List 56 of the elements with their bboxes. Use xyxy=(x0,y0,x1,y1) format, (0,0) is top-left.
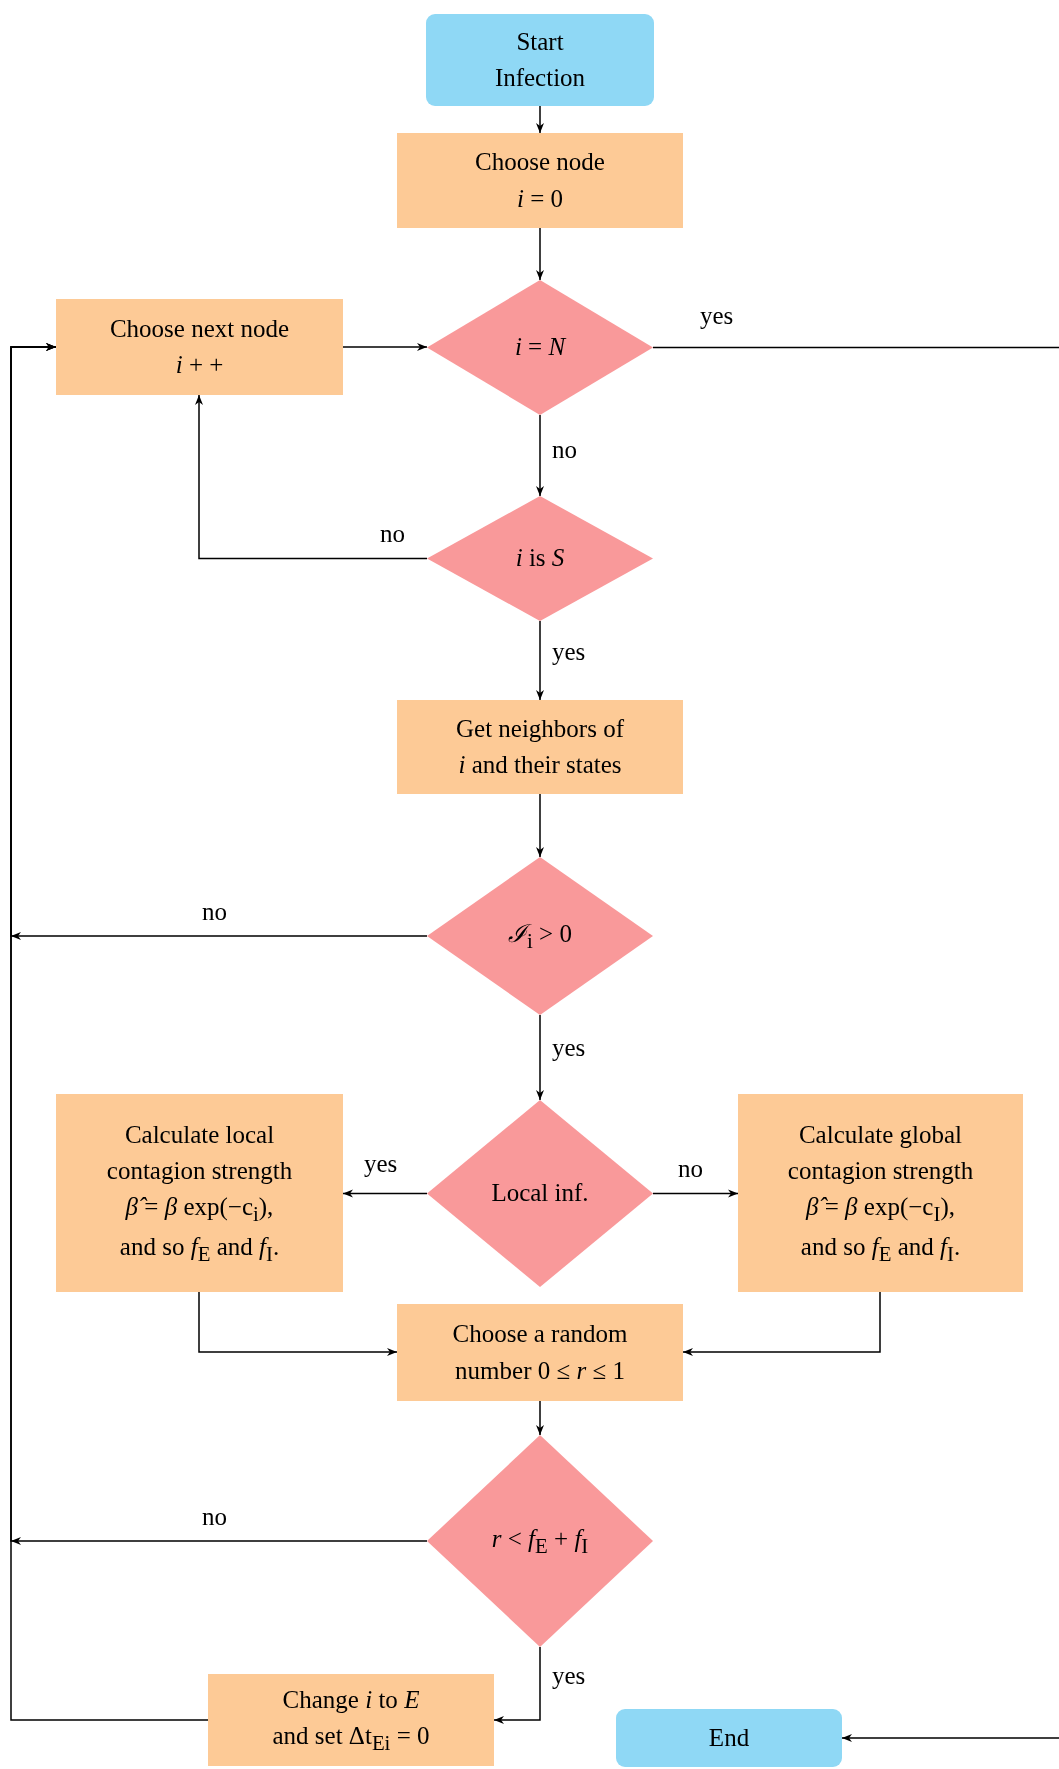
box-text: Get neighbors of xyxy=(456,713,624,744)
box-text: End xyxy=(708,1722,750,1753)
box-text: i and their states xyxy=(458,750,622,780)
arrow xyxy=(536,227,544,281)
arrow xyxy=(10,343,209,1721)
process-box xyxy=(56,299,343,395)
box-text: Change i to E xyxy=(282,1684,420,1715)
arrow xyxy=(536,414,544,497)
box-text: contagion strength xyxy=(106,1155,293,1186)
box-text: i + + xyxy=(175,350,224,380)
process-box xyxy=(56,1094,343,1292)
box-text: β̂ = β exp(−c$_{I}$), xyxy=(806,1192,955,1229)
condition-text: r < f$_{E}$ + f$_{I}$ xyxy=(491,1523,589,1560)
decision-diamond xyxy=(427,1100,653,1287)
terminal-box xyxy=(426,14,654,106)
box-text: Start xyxy=(516,26,564,57)
arrow xyxy=(536,620,544,701)
box-text: i = 0 xyxy=(516,183,564,214)
box-text: Choose node xyxy=(475,147,605,178)
box-text: Choose next node xyxy=(109,313,290,344)
arrow xyxy=(682,1291,881,1356)
process-box xyxy=(397,133,683,228)
decision-diamond xyxy=(427,496,653,621)
decision-diamond xyxy=(427,857,653,1015)
process-box xyxy=(208,1674,494,1766)
arrow xyxy=(195,394,428,560)
condition-text: ℐ$_{i}$ > 0 xyxy=(508,918,572,955)
arrow xyxy=(536,105,544,134)
process-box xyxy=(738,1094,1023,1292)
box-text: Calculate global xyxy=(798,1119,963,1150)
arrow xyxy=(342,343,428,351)
decision-diamond xyxy=(427,1435,653,1647)
arrow xyxy=(536,1400,544,1436)
box-text: and so f$_{E}$ and f$_{I}$. xyxy=(119,1232,280,1269)
terminal-box xyxy=(616,1709,842,1767)
box-text: contagion strength xyxy=(787,1155,974,1186)
decision-diamond xyxy=(427,280,653,415)
arrow xyxy=(342,1189,428,1198)
box-text: Calculate local xyxy=(124,1119,275,1150)
condition-text: i = N xyxy=(514,332,566,363)
box-text: and so f$_{E}$ and f$_{I}$. xyxy=(800,1232,961,1269)
arrow xyxy=(536,1014,544,1101)
condition-text: i is S xyxy=(515,543,565,574)
box-text: β̂ = β exp(−c$_{i}$), xyxy=(125,1192,274,1229)
box-text: number 0 ≤ r ≤ 1 xyxy=(455,1355,625,1386)
box-text: Choose a random xyxy=(452,1319,628,1350)
process-box xyxy=(397,700,683,794)
arrow xyxy=(652,1189,739,1198)
box-text: Infection xyxy=(494,63,586,93)
arrow xyxy=(536,793,544,858)
condition-text: Local inf. xyxy=(491,1178,589,1209)
arrow xyxy=(652,346,1059,1742)
box-text: and set Δt$_{Ei}$ = 0 xyxy=(272,1721,430,1758)
arrow xyxy=(198,1291,398,1356)
process-box xyxy=(397,1304,683,1401)
arrow xyxy=(493,1646,541,1724)
